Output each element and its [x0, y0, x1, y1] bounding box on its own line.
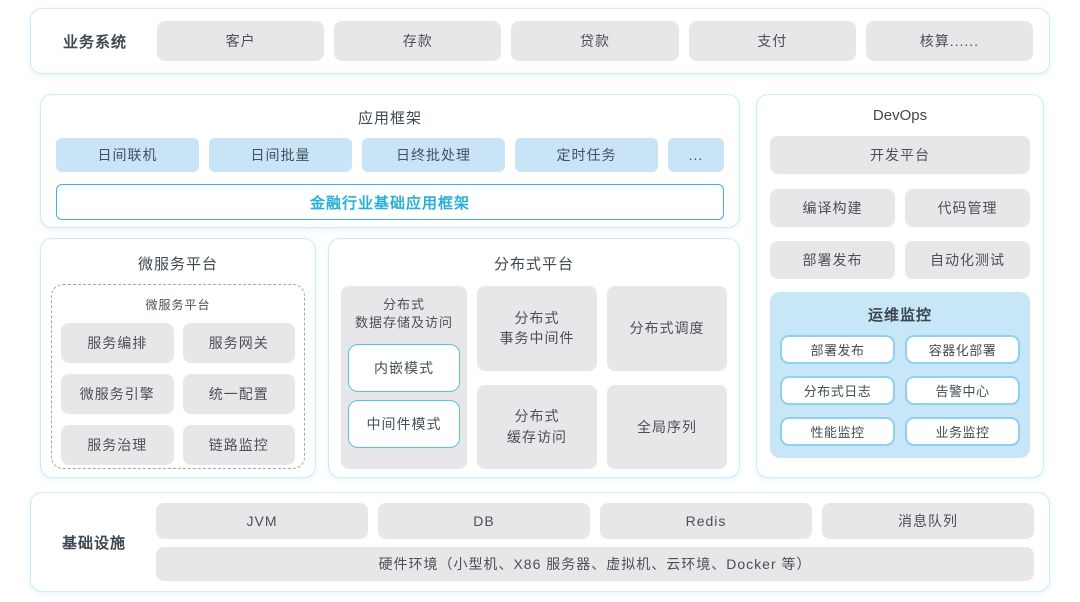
app-module-box: 日终批处理	[362, 138, 505, 172]
ops-monitoring-item-box: 容器化部署	[905, 335, 1020, 364]
ops-monitoring-panel: 运维监控 部署发布 容器化部署 分布式日志 告警中心 性能监控 业务监控	[770, 292, 1030, 458]
business-item-box: 支付	[688, 21, 856, 61]
devops-tool-box: 代码管理	[905, 189, 1030, 227]
devops-tool-box: 部署发布	[770, 241, 895, 279]
infrastructure-stack: JVM DB Redis 消息队列 硬件环境（小型机、X86 服务器、虚拟机、云…	[156, 503, 1034, 581]
storage-mode-box: 内嵌模式	[348, 344, 460, 393]
distributed-item-box: 分布式 事务中间件	[477, 286, 597, 371]
distributed-item-box: 分布式调度	[607, 286, 727, 371]
dev-platform-box: 开发平台	[770, 136, 1030, 174]
devops-tools-grid: 编译构建 代码管理 部署发布 自动化测试	[770, 189, 1030, 279]
app-module-box: 日间联机	[56, 138, 199, 172]
distributed-platform-panel: 分布式平台 分布式 数据存储及访问 内嵌模式 中间件模式 分布式 事务中间件 分…	[328, 238, 740, 478]
microservice-platform-panel: 微服务平台 微服务平台 服务编排 服务网关 微服务引擎 统一配置 服务治理 链路…	[40, 238, 316, 478]
microservice-inner-title: 微服务平台	[145, 298, 211, 312]
devops-tool-box: 编译构建	[770, 189, 895, 227]
infrastructure-items-row: JVM DB Redis 消息队列	[156, 503, 1034, 539]
app-module-box: 定时任务	[515, 138, 658, 172]
devops-tool-box: 自动化测试	[905, 241, 1030, 279]
microservice-items-grid: 服务编排 服务网关 微服务引擎 统一配置 服务治理 链路监控	[61, 323, 295, 465]
microservice-item-box: 微服务引擎	[61, 374, 174, 414]
infrastructure-item-box: 消息队列	[822, 503, 1034, 539]
ops-monitoring-item-box: 性能监控	[780, 417, 895, 446]
business-item-box: 核算......	[865, 21, 1034, 61]
base-framework-box: 金融行业基础应用框架	[56, 184, 724, 220]
business-item-box: 贷款	[511, 21, 679, 61]
microservice-platform-title: 微服务平台	[137, 256, 218, 273]
microservice-inner-box: 微服务平台 服务编排 服务网关 微服务引擎 统一配置 服务治理 链路监控	[51, 284, 305, 469]
app-framework-title: 应用框架	[357, 110, 422, 127]
distributed-item-box: 全局序列	[607, 384, 727, 469]
business-items-row: 客户 存款 贷款 支付 核算......	[157, 21, 1034, 61]
distributed-columns: 分布式 数据存储及访问 内嵌模式 中间件模式 分布式 事务中间件 分布式 缓存访…	[341, 286, 727, 469]
distributed-storage-title: 分布式 数据存储及访问	[354, 297, 453, 330]
infrastructure-item-box: DB	[378, 503, 590, 539]
more-modules-box: ...	[668, 138, 724, 172]
microservice-item-box: 服务编排	[61, 323, 174, 363]
devops-title: DevOps	[872, 107, 928, 124]
business-item-box: 客户	[157, 21, 325, 61]
distributed-platform-title: 分布式平台	[493, 256, 574, 273]
microservice-item-box: 服务治理	[61, 425, 174, 465]
ops-monitoring-grid: 部署发布 容器化部署 分布式日志 告警中心 性能监控 业务监控	[780, 335, 1020, 446]
distributed-item-box: 分布式 缓存访问	[477, 384, 597, 469]
infrastructure-item-box: Redis	[600, 503, 812, 539]
infrastructure-panel: 基础设施 JVM DB Redis 消息队列 硬件环境（小型机、X86 服务器、…	[30, 492, 1050, 592]
business-item-box: 存款	[334, 21, 502, 61]
app-framework-modules-row: 日间联机 日间批量 日终批处理 定时任务 ...	[56, 138, 724, 172]
microservice-item-box: 服务网关	[182, 323, 295, 363]
ops-monitoring-title: 运维监控	[867, 307, 932, 324]
ops-monitoring-item-box: 业务监控	[905, 417, 1020, 446]
ops-monitoring-item-box: 部署发布	[780, 335, 895, 364]
hardware-environment-box: 硬件环境（小型机、X86 服务器、虚拟机、云环境、Docker 等）	[156, 547, 1034, 581]
app-module-box: 日间批量	[209, 138, 352, 172]
distributed-storage-box: 分布式 数据存储及访问 内嵌模式 中间件模式	[341, 286, 467, 469]
infrastructure-label: 基础设施	[61, 534, 126, 552]
microservice-item-box: 统一配置	[182, 374, 295, 414]
ops-monitoring-item-box: 分布式日志	[780, 376, 895, 405]
distributed-right-column: 分布式调度 全局序列	[607, 286, 727, 469]
distributed-middle-column: 分布式 事务中间件 分布式 缓存访问	[477, 286, 597, 469]
microservice-item-box: 链路监控	[182, 425, 295, 465]
business-layer-label: 业务系统	[62, 33, 127, 51]
business-layer-panel: 业务系统 客户 存款 贷款 支付 核算......	[30, 8, 1050, 74]
devops-panel: DevOps 开发平台 编译构建 代码管理 部署发布 自动化测试 运维监控 部署…	[756, 94, 1044, 478]
app-framework-panel: 应用框架 日间联机 日间批量 日终批处理 定时任务 ... 金融行业基础应用框架	[40, 94, 740, 228]
storage-mode-box: 中间件模式	[348, 400, 460, 449]
ops-monitoring-item-box: 告警中心	[905, 376, 1020, 405]
infrastructure-item-box: JVM	[156, 503, 368, 539]
